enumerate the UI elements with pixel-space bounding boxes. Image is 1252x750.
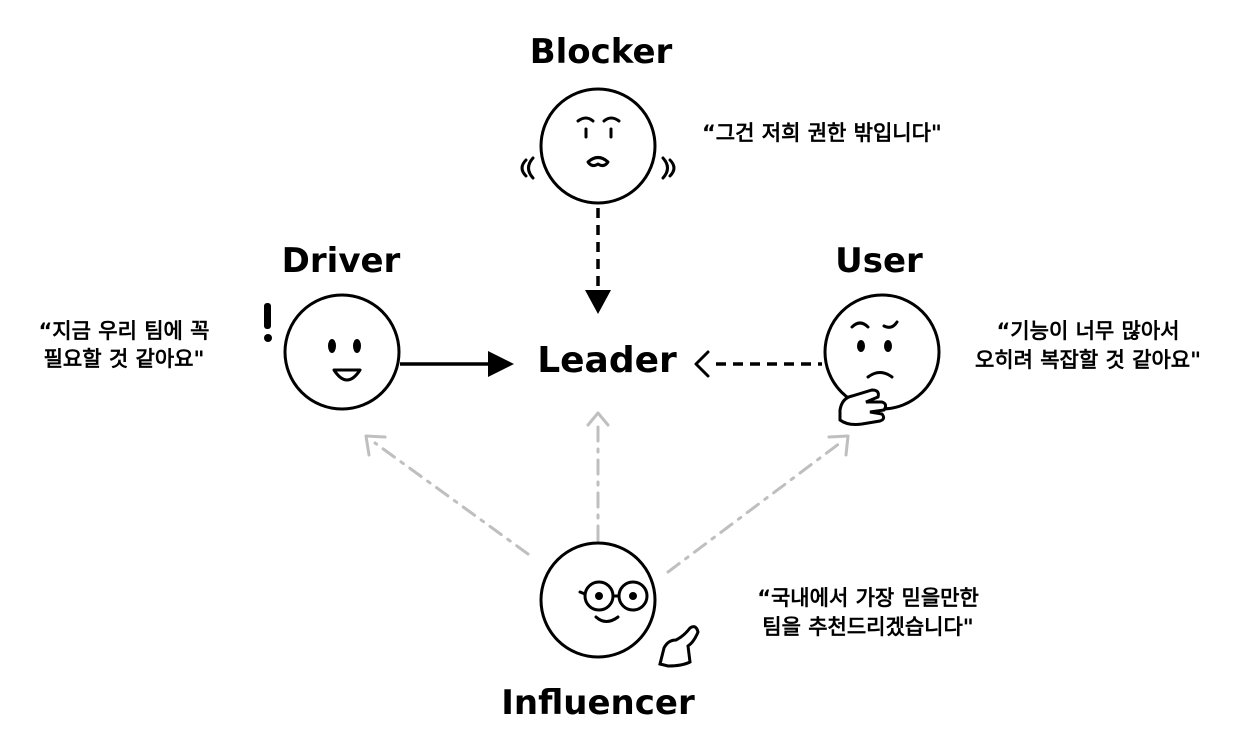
thinking-hand-icon (838, 388, 888, 426)
influencer-to-leader-arrow (586, 411, 610, 542)
exclamation-icon (264, 303, 272, 342)
user-quote-line-1: “기능이 너무 많아서 (997, 319, 1180, 343)
driver-face (283, 293, 401, 411)
influencer-to-driver-arrow (364, 434, 530, 556)
user-to-leader-arrow (694, 350, 822, 378)
leader-label: Leader (537, 340, 677, 381)
glasses-icon (578, 580, 649, 612)
influencer-quote-line-1: “국내에서 가장 믿을만한 (757, 586, 979, 610)
blocker-label: Blocker (530, 32, 673, 72)
influencer-face (539, 541, 657, 659)
influencer-quote-line-2: 팀을 추천드리겠습니다" (762, 615, 973, 639)
driver-to-leader-arrow (400, 351, 514, 377)
driver-quote-line-1: “지금 우리 팀에 꼭 (39, 319, 210, 343)
user-quote-line-2: 오히려 복잡할 것 같아요" (975, 348, 1201, 372)
blocker-quote-line-1: “그건 저희 권한 밖입니다" (702, 121, 942, 145)
influencer-node: Influencer “국내에서 가장 믿을만한 팀을 추천드리겠습니다" (501, 541, 979, 723)
blocker-to-leader-arrow (585, 208, 611, 314)
user-face (823, 293, 941, 411)
influencer-label: Influencer (501, 683, 695, 723)
blocker-node: Blocker “그건 저희 권한 밖입니다" (520, 32, 942, 205)
influencer-to-user-arrow (666, 434, 850, 574)
user-label: User (835, 241, 923, 281)
blocker-face (539, 87, 657, 205)
driver-label: Driver (282, 241, 401, 281)
shaking-icon (520, 156, 676, 180)
driver-node: Driver “지금 우리 팀에 꼭 필요할 것 같아요" (39, 241, 401, 411)
driver-quote-line-2: 필요할 것 같아요" (44, 347, 205, 371)
presenting-hand-icon (658, 625, 700, 668)
user-node: User “기능이 너무 많아서 오히려 복잡할 것 같아요" (823, 241, 1201, 426)
